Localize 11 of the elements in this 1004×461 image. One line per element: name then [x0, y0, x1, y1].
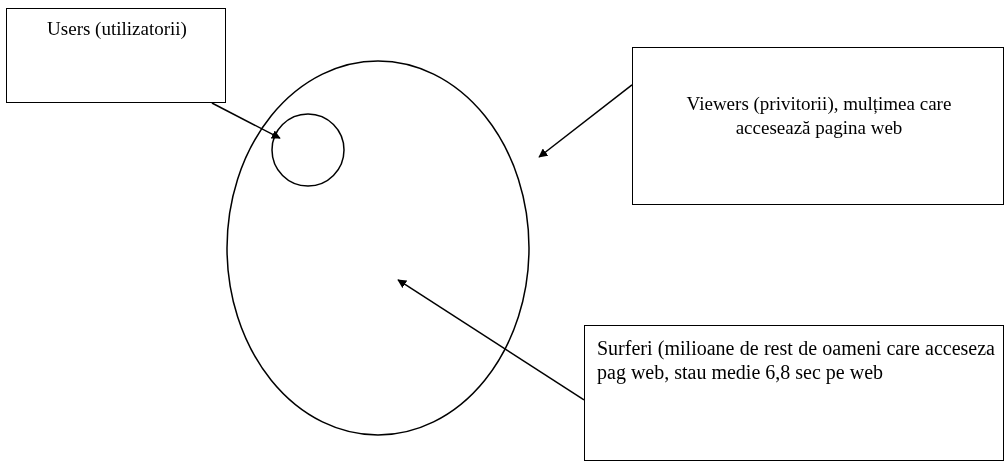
leader-arrow: [211, 102, 281, 139]
callout-box: [6, 8, 226, 103]
callout-text: Users (utilizatorii): [46, 17, 188, 41]
callout-text: Surferi (milioane de rest de oameni care acceseza pag web, stau medie 6,8 sec pe web: [597, 336, 995, 384]
leader-arrow: [538, 84, 633, 158]
leader-arrow: [397, 279, 585, 401]
set-circle: [226, 60, 530, 436]
callout-text: Viewers (privitorii), mulțimea care accesează pagina web: [685, 92, 953, 140]
set-circle: [271, 113, 345, 187]
callout-box: [584, 325, 1004, 461]
callout-box: [632, 47, 1004, 205]
